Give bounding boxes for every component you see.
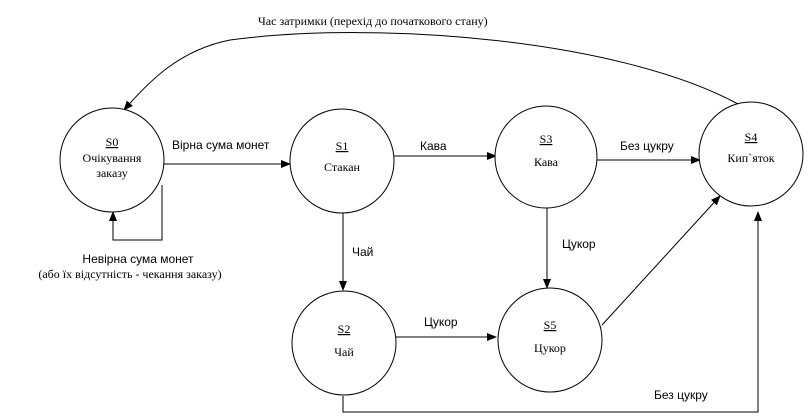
label-s1-to-s2: Чай [352, 245, 373, 259]
state-s3-id: S3 [540, 132, 553, 146]
state-s0-name-line2: заказу [96, 166, 128, 180]
state-s1: S1 Стакан [289, 108, 395, 214]
label-s1-to-s3: Кава [420, 139, 447, 153]
label-s3-to-s5: Цукор [562, 237, 596, 251]
label-s4-to-s0: Час затримки (перехід до початкового ста… [258, 14, 488, 28]
state-s0: S0 Очікування заказу [59, 107, 165, 213]
label-s2-to-s5: Цукор [424, 315, 458, 329]
state-s5-name-line1: Цукор [534, 341, 566, 355]
state-s1-id: S1 [336, 139, 349, 153]
state-s5-id: S5 [544, 318, 557, 332]
state-s2: S2 Чай [291, 290, 397, 396]
state-s0-name-line1: Очікування [83, 151, 142, 165]
state-s3-name-line1: Кава [534, 155, 559, 169]
label-s0-self-line2: (або їх відсутність - чекання заказу) [38, 267, 221, 281]
state-s4-id: S4 [745, 130, 758, 144]
state-s2-name-line1: Чай [334, 345, 354, 359]
edge-s4-to-s0 [123, 32, 739, 111]
label-s0-to-s1: Вірна сума монет [172, 138, 270, 152]
edge-s5-to-s4 [601, 195, 721, 326]
state-s0-id: S0 [106, 135, 119, 149]
state-s3: S3 Кава [494, 105, 598, 209]
label-s3-to-s4: Без цукру [620, 139, 674, 153]
state-s2-id: S2 [338, 322, 351, 336]
edge-s2-to-s4 [342, 211, 762, 413]
state-s5: S5 Цукор [497, 287, 603, 393]
label-s2-to-s4: Без цукру [654, 388, 708, 402]
edge-s0-self-loop [109, 185, 163, 241]
state-s4-name-line1: Кип`яток [727, 151, 774, 165]
state-s1-name-line1: Стакан [324, 160, 361, 174]
state-s4: S4 Кип`яток [698, 101, 804, 207]
label-s0-self-line1: Невірна сума монет [82, 252, 194, 266]
